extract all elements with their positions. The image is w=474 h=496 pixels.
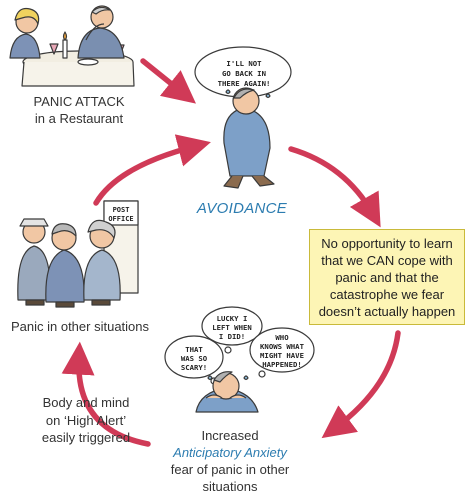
who-knows-line3: MIGHT HAVE (260, 351, 304, 360)
who-knows-line2: KNOWS WHAT (260, 342, 305, 351)
so-scary-line2: WAS SO (181, 354, 208, 363)
post-office-sign-line2: OFFICE (108, 215, 133, 223)
increased-anxiety-label: Increased Anticipatory Anxiety fear of p… (154, 427, 306, 495)
increased-anxiety-line4: situations (202, 479, 258, 494)
increased-anxiety-line2: Anticipatory Anxiety (173, 445, 287, 460)
increased-anxiety-line3: fear of panic in other (170, 462, 290, 477)
arrow-avoidance-to-callout (288, 146, 381, 228)
post-office-sign-line1: POST (113, 206, 130, 214)
panic-attack-line1: PANIC ATTACK (33, 94, 125, 109)
panic-attack-line2: in a Restaurant (34, 111, 124, 126)
avoidance-bubble-line1: I'LL NOT (226, 59, 262, 68)
arrow-callout-to-anxiety (321, 330, 401, 439)
who-knows-line4: HAPPENED! (262, 360, 302, 369)
other-situations-label: Panic in other situations (4, 318, 156, 335)
increased-anxiety-line1: Increased (201, 428, 259, 443)
so-scary-line1: THAT (185, 345, 203, 354)
arrow-other-to-avoidance (93, 134, 211, 206)
no-opportunity-text: No opportunity to learn that we CAN cope… (318, 235, 456, 319)
avoidance-bubble-line2: GO BACK IN (222, 69, 266, 78)
high-alert-line2: on ‘High Alert’ (45, 412, 127, 428)
so-scary-line3: SCARY! (181, 363, 207, 372)
arrow-alert-to-other (61, 341, 151, 447)
high-alert-line3: easily triggered (41, 430, 131, 445)
high-alert-line1: Body and mind (42, 395, 130, 410)
avoidance-bubble-line3: THERE AGAIN! (218, 79, 271, 88)
lucky-left-line2: LEFT WHEN (212, 323, 252, 332)
lucky-left-line1: LUCKY I (217, 314, 248, 323)
other-situations-text: Panic in other situations (10, 319, 150, 334)
panic-attack-label: PANIC ATTACK in a Restaurant (29, 93, 129, 127)
avoidance-text: AVOIDANCE (196, 200, 288, 217)
who-knows-line1: WHO (275, 333, 289, 342)
no-opportunity-box: No opportunity to learn that we CAN cope… (309, 229, 465, 325)
lucky-left-line3: I DID! (219, 332, 245, 341)
high-alert-label: Body and mind on ‘High Alert’ easily tri… (24, 394, 148, 447)
avoidance-label: AVOIDANCE (187, 200, 297, 217)
arrow-restaurant-to-avoidance (140, 58, 196, 104)
